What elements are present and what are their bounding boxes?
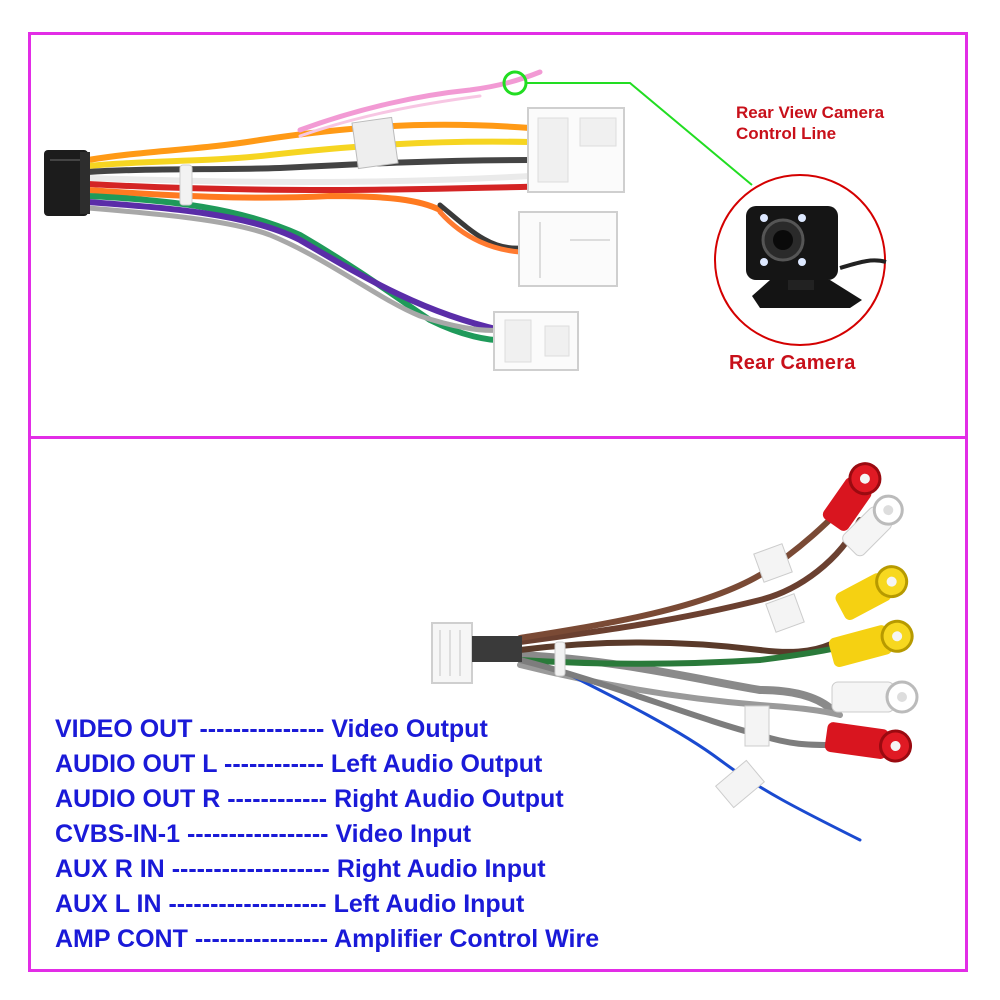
bottom-panel-frame <box>28 436 968 972</box>
legend-dashes: ------------------- <box>168 890 327 918</box>
legend-dashes: --------------- <box>199 715 325 743</box>
rca-plug-red-top <box>822 462 882 531</box>
legend-row-aux-l-in: AUX L IN ------------------- Left Audio … <box>55 887 599 922</box>
black-radio-connector <box>44 150 90 216</box>
white-connector-large <box>527 107 625 193</box>
legend-meaning: Video Output <box>331 715 488 743</box>
cable-tie <box>554 641 566 677</box>
legend-code: CVBS-IN-1 <box>55 820 181 848</box>
ten-pin-connector <box>431 622 473 684</box>
legend-dashes: ------------ <box>224 750 324 778</box>
rca-plug-white-2 <box>831 680 919 714</box>
rear-camera <box>714 174 887 346</box>
rca-plug-red-2 <box>824 722 913 763</box>
rca-cable-harness <box>431 462 919 842</box>
control-line-pointer <box>502 70 753 186</box>
legend-dashes: ------------------- <box>171 855 330 883</box>
cable-tie <box>179 164 193 206</box>
legend-row-aux-r-in: AUX R IN ------------------- Right Audio… <box>55 852 599 887</box>
white-connector-middle <box>518 211 618 287</box>
legend-meaning: Video Input <box>335 820 472 848</box>
legend-meaning: Right Audio Output <box>334 785 564 813</box>
legend-code: AUX L IN <box>55 890 162 918</box>
legend-row-cvbs-in: CVBS-IN-1 ----------------- Video Input <box>55 817 599 852</box>
rca-plug-white-top <box>842 494 904 557</box>
legend-dashes: ---------------- <box>194 925 329 953</box>
legend-row-video-out: VIDEO OUT --------------- Video Output <box>55 712 599 747</box>
legend-row-audio-out-r: AUDIO OUT R ------------ Right Audio Out… <box>55 782 599 817</box>
legend-code: AUDIO OUT L <box>55 750 218 778</box>
legend-dashes: ------------ <box>227 785 328 813</box>
control-line-label: Rear View Camera Control Line <box>736 102 936 144</box>
legend-code: AUDIO OUT R <box>55 785 221 813</box>
legend-meaning: Amplifier Control Wire <box>334 925 600 953</box>
white-connector-small <box>493 311 579 371</box>
legend-meaning: Left Audio Input <box>333 890 525 918</box>
amp-cont-label-tag <box>714 759 766 809</box>
main-wiring-harness <box>44 69 625 371</box>
control-line-label-line1: Rear View Camera <box>736 103 885 122</box>
rca-plug-yellow-2 <box>828 619 914 668</box>
legend-code: VIDEO OUT <box>55 715 193 743</box>
legend-dashes: ----------------- <box>186 820 329 848</box>
control-line-label-line2: Control Line <box>736 124 837 143</box>
connector-legend: VIDEO OUT --------------- Video Output A… <box>55 712 599 957</box>
legend-meaning: Right Audio Input <box>336 855 546 883</box>
rca-plug-yellow-1 <box>835 565 909 620</box>
legend-code: AMP CONT <box>55 925 188 953</box>
legend-row-audio-out-l: AUDIO OUT L ------------ Left Audio Outp… <box>55 747 599 782</box>
legend-meaning: Left Audio Output <box>330 750 543 778</box>
legend-row-amp-cont: AMP CONT ---------------- Amplifier Cont… <box>55 922 599 957</box>
legend-code: AUX R IN <box>55 855 165 883</box>
cable-label-tag <box>351 116 399 170</box>
rear-camera-label: Rear Camera <box>729 352 856 374</box>
